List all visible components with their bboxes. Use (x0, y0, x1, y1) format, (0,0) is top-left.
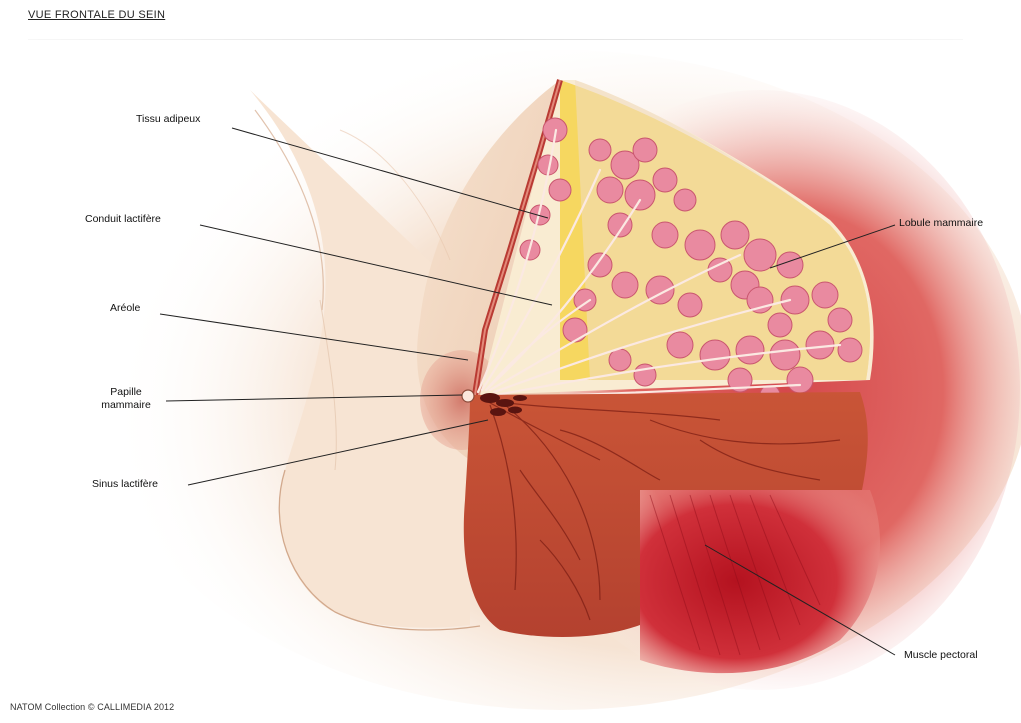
label-papille-line1: Papille (86, 386, 166, 399)
label-sinus-lactifere: Sinus lactifère (92, 478, 158, 491)
copyright-footer: NATOM Collection © CALLIMEDIA 2012 (10, 702, 174, 712)
label-conduit-lactifere: Conduit lactifère (85, 213, 161, 226)
label-papille-mammaire: Papille mammaire (86, 386, 166, 412)
label-papille-line2: mammaire (86, 399, 166, 412)
label-lobule-mammaire: Lobule mammaire (899, 217, 983, 230)
label-muscle-pectoral: Muscle pectoral (904, 649, 978, 662)
nipple (462, 390, 474, 402)
label-areole: Aréole (110, 302, 140, 315)
label-tissu-adipeux: Tissu adipeux (136, 113, 200, 126)
